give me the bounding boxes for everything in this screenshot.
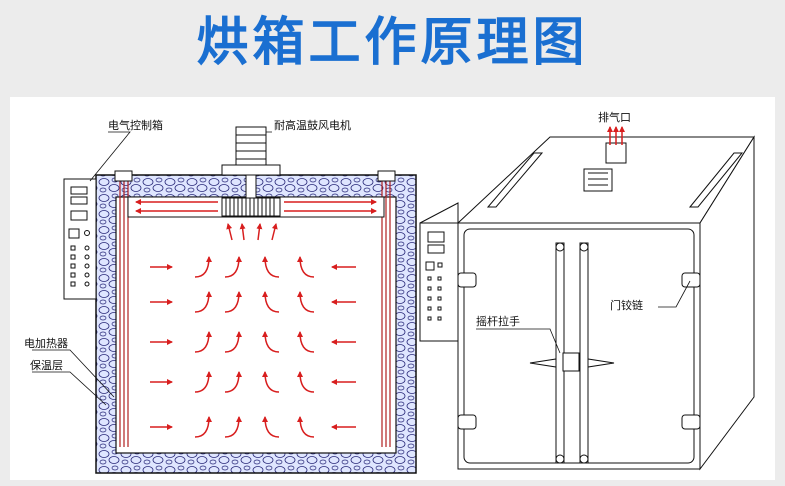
label-fan-motor: 耐高温鼓风电机 bbox=[274, 118, 351, 132]
airflow-arrow bbox=[224, 331, 242, 353]
fan-motor bbox=[221, 126, 281, 199]
airflow-arrow bbox=[297, 416, 315, 438]
airflow-arrow bbox=[194, 256, 212, 278]
top-motor bbox=[583, 168, 613, 192]
airflow-arrow bbox=[224, 416, 242, 438]
airflow-arrow bbox=[262, 416, 280, 438]
airflow-arrow bbox=[262, 256, 280, 278]
oven-cross-section: 电气控制箱 耐高温鼓风电机 电加热器 保温层 bbox=[24, 118, 417, 474]
airflow-arrow bbox=[194, 371, 212, 393]
label-handle: 摇杆拉手 bbox=[476, 314, 520, 328]
exhaust-arrows bbox=[607, 126, 625, 145]
heater-cap-right bbox=[377, 170, 396, 182]
duct-airflow bbox=[135, 199, 377, 214]
airflow-arrow bbox=[297, 256, 315, 278]
top-rail-right bbox=[688, 152, 744, 208]
airflow-arrow bbox=[297, 331, 315, 353]
suction-arrows bbox=[226, 223, 278, 241]
oven-diagram-svg: 电气控制箱 耐高温鼓风电机 电加热器 保温层 bbox=[24, 110, 755, 474]
page-title: 烘箱工作原理图 bbox=[196, 13, 589, 73]
leader-lines bbox=[32, 131, 272, 406]
diagram-panel: 电气控制箱 耐高温鼓风电机 电加热器 保温层 bbox=[10, 97, 775, 480]
top-rail-left bbox=[486, 152, 544, 208]
oven-front-face bbox=[457, 222, 701, 470]
label-insulation: 保温层 bbox=[30, 358, 63, 372]
heater-cap-left bbox=[114, 170, 133, 182]
inner-chamber bbox=[115, 196, 397, 454]
oven-exterior bbox=[419, 135, 755, 471]
airflow-arrow bbox=[297, 291, 315, 313]
airflow-arrow bbox=[262, 371, 280, 393]
airflow-arrow bbox=[297, 371, 315, 393]
heater-left bbox=[119, 177, 129, 447]
label-hinge: 门铰链 bbox=[610, 298, 643, 312]
chamber-airflow bbox=[150, 256, 356, 438]
airflow-arrow bbox=[224, 291, 242, 313]
label-heater: 电加热器 bbox=[24, 337, 68, 350]
leader-lines-right bbox=[476, 280, 691, 354]
control-box bbox=[63, 178, 97, 300]
exhaust-port bbox=[605, 142, 627, 164]
airflow-arrow bbox=[262, 331, 280, 353]
door-hinges bbox=[457, 272, 701, 430]
fan-blades bbox=[221, 197, 281, 217]
heater-right bbox=[381, 177, 391, 447]
airflow-arrow bbox=[194, 416, 212, 438]
airflow-arrow bbox=[262, 291, 280, 313]
airflow-arrow bbox=[224, 371, 242, 393]
label-exhaust: 排气口 bbox=[598, 110, 631, 124]
label-control-box: 电气控制箱 bbox=[108, 118, 163, 132]
exterior-control-box bbox=[419, 222, 459, 342]
airflow-arrow bbox=[194, 331, 212, 353]
airflow-arrow bbox=[194, 291, 212, 313]
airflow-arrow bbox=[224, 256, 242, 278]
